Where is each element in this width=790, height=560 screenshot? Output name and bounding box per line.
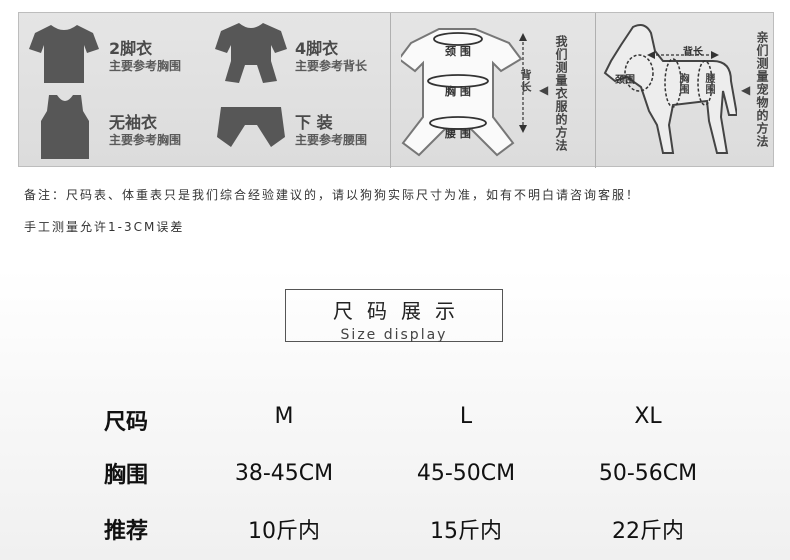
size-display-section [0, 268, 790, 560]
pet-measure-caption: 亲们测量宠物的方法 [755, 31, 769, 148]
pants-icon [217, 107, 285, 147]
clothes-measure-caption: 我们测量衣服的方法 [554, 35, 568, 152]
garment-subtitle: 主要参考胸围 [109, 59, 182, 73]
size-cell: L [459, 404, 473, 429]
garment-subtitle: 主要参考腰围 [295, 133, 368, 147]
garment-title: 2脚衣 [109, 39, 153, 58]
garment-title: 4脚衣 [295, 39, 339, 58]
row-label-chest: 胸围 [104, 463, 149, 488]
size-display-title-en: Size display [340, 327, 448, 343]
dog-chest-label: 胸围 [677, 73, 688, 95]
dog-silhouette-icon [603, 24, 737, 154]
neck-label: 颈 围 [445, 45, 471, 58]
garment-subtitle: 主要参考背长 [295, 59, 368, 73]
chest-cell: 38-45CM [234, 461, 334, 486]
dog-waist-label: 腰围 [703, 73, 714, 95]
garment-title: 下 装 [295, 113, 333, 132]
tshirt-icon [29, 25, 99, 83]
weight-cell: 15斤内 [430, 519, 502, 544]
shirt-outline-icon [401, 28, 527, 157]
dog-back-length-label: 背长 [683, 47, 703, 58]
weight-cell: 10斤内 [248, 519, 320, 544]
size-guide-panel: 2脚衣 主要参考胸围 4脚衣 主要参考背长 无袖衣 主要参考胸围 下 装 主要参… [18, 12, 774, 168]
tolerance-note: 手工测量允许1-3CM误差 [24, 220, 185, 234]
row-label-recommend: 推荐 [104, 519, 149, 544]
chest-cell: 50-56CM [598, 461, 698, 486]
size-cell: XL [634, 404, 662, 429]
remark-note: 备注：尺码表、体重表只是我们综合经验建议的，请以狗狗实际尺寸为准，如有不明白请咨… [24, 188, 641, 202]
chest-cell: 45-50CM [416, 461, 516, 486]
garment-subtitle: 主要参考胸围 [109, 133, 182, 147]
panel-divider [595, 13, 596, 168]
chest-label: 胸 围 [445, 85, 471, 98]
size-display-title-cn: 尺码展示 [333, 299, 469, 323]
row-label-size: 尺码 [104, 410, 149, 435]
waist-label: 腰 围 [445, 127, 471, 140]
tank-top-icon [41, 95, 89, 159]
size-cell: M [274, 404, 294, 429]
garment-title: 无袖衣 [109, 113, 158, 132]
dog-neck-label: 颈围 [615, 75, 635, 86]
weight-cell: 22斤内 [612, 519, 684, 544]
arrow-left-icon: ◀ [741, 83, 751, 97]
panel-divider [390, 13, 391, 168]
four-leg-shirt-icon [215, 23, 287, 83]
size-display-title-box: 尺码展示 Size display [285, 289, 503, 343]
back-length-label: 背长 [519, 69, 532, 93]
arrow-left-icon: ◀ [539, 83, 549, 97]
